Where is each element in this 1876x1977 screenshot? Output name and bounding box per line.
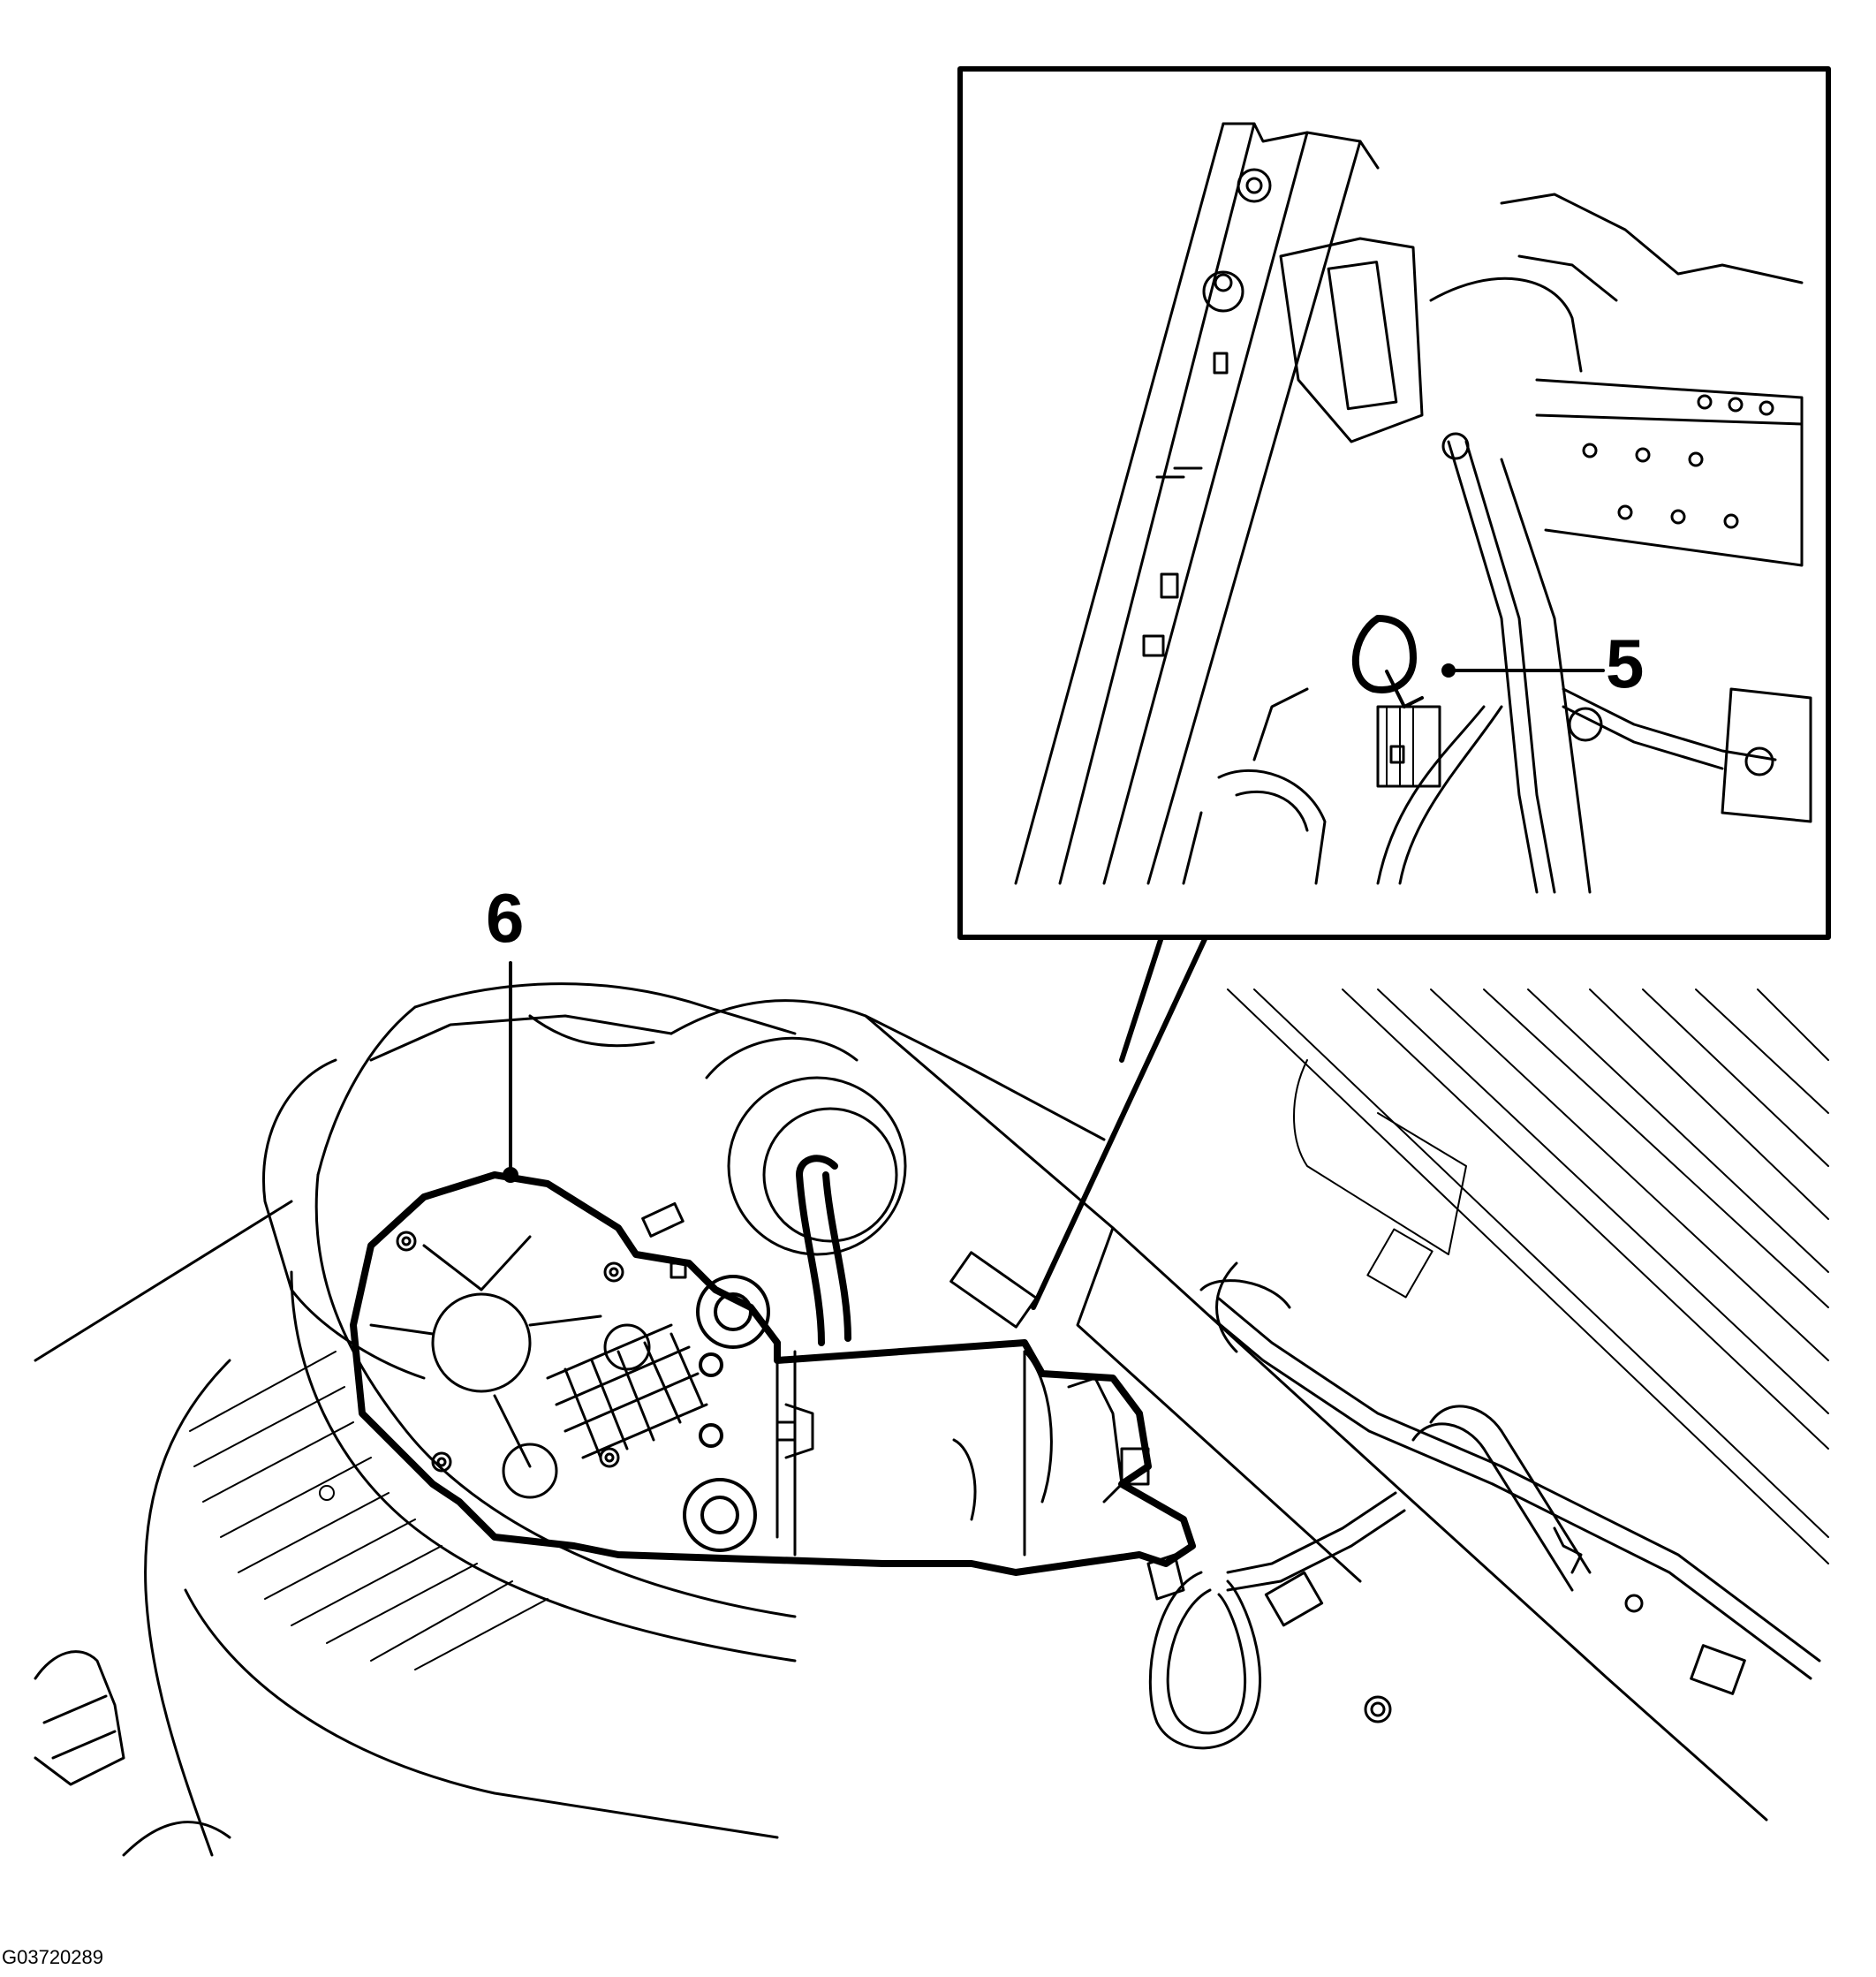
callout-label-5: 5 xyxy=(1606,625,1645,702)
seat-pad-hatching xyxy=(189,1351,548,1670)
main-harness xyxy=(1199,1261,1821,1680)
seat-frame-rail xyxy=(1014,122,1380,885)
seat-pan-frame xyxy=(34,982,1768,1857)
frame-bracket xyxy=(1279,237,1424,443)
figure-id: G03720289 xyxy=(2,1946,103,1968)
inset-harness xyxy=(1376,440,1812,894)
inset-pointer xyxy=(1031,935,1208,1310)
gearbox-housing xyxy=(350,1171,1196,1576)
detail-inset xyxy=(957,66,1831,1310)
corner-component xyxy=(34,1650,231,1857)
callout-label-6: 6 xyxy=(486,879,525,957)
slatted-panel xyxy=(1227,988,1829,1564)
connector-5 xyxy=(1351,615,1441,788)
cross-rail xyxy=(1429,193,1804,567)
wire-loop xyxy=(1146,1491,1406,1750)
seat-motor-6 xyxy=(350,1076,1196,1576)
inset-frame xyxy=(957,66,1831,940)
inset-lower-details xyxy=(1182,687,1327,885)
small-fasteners xyxy=(1264,1571,1746,1723)
